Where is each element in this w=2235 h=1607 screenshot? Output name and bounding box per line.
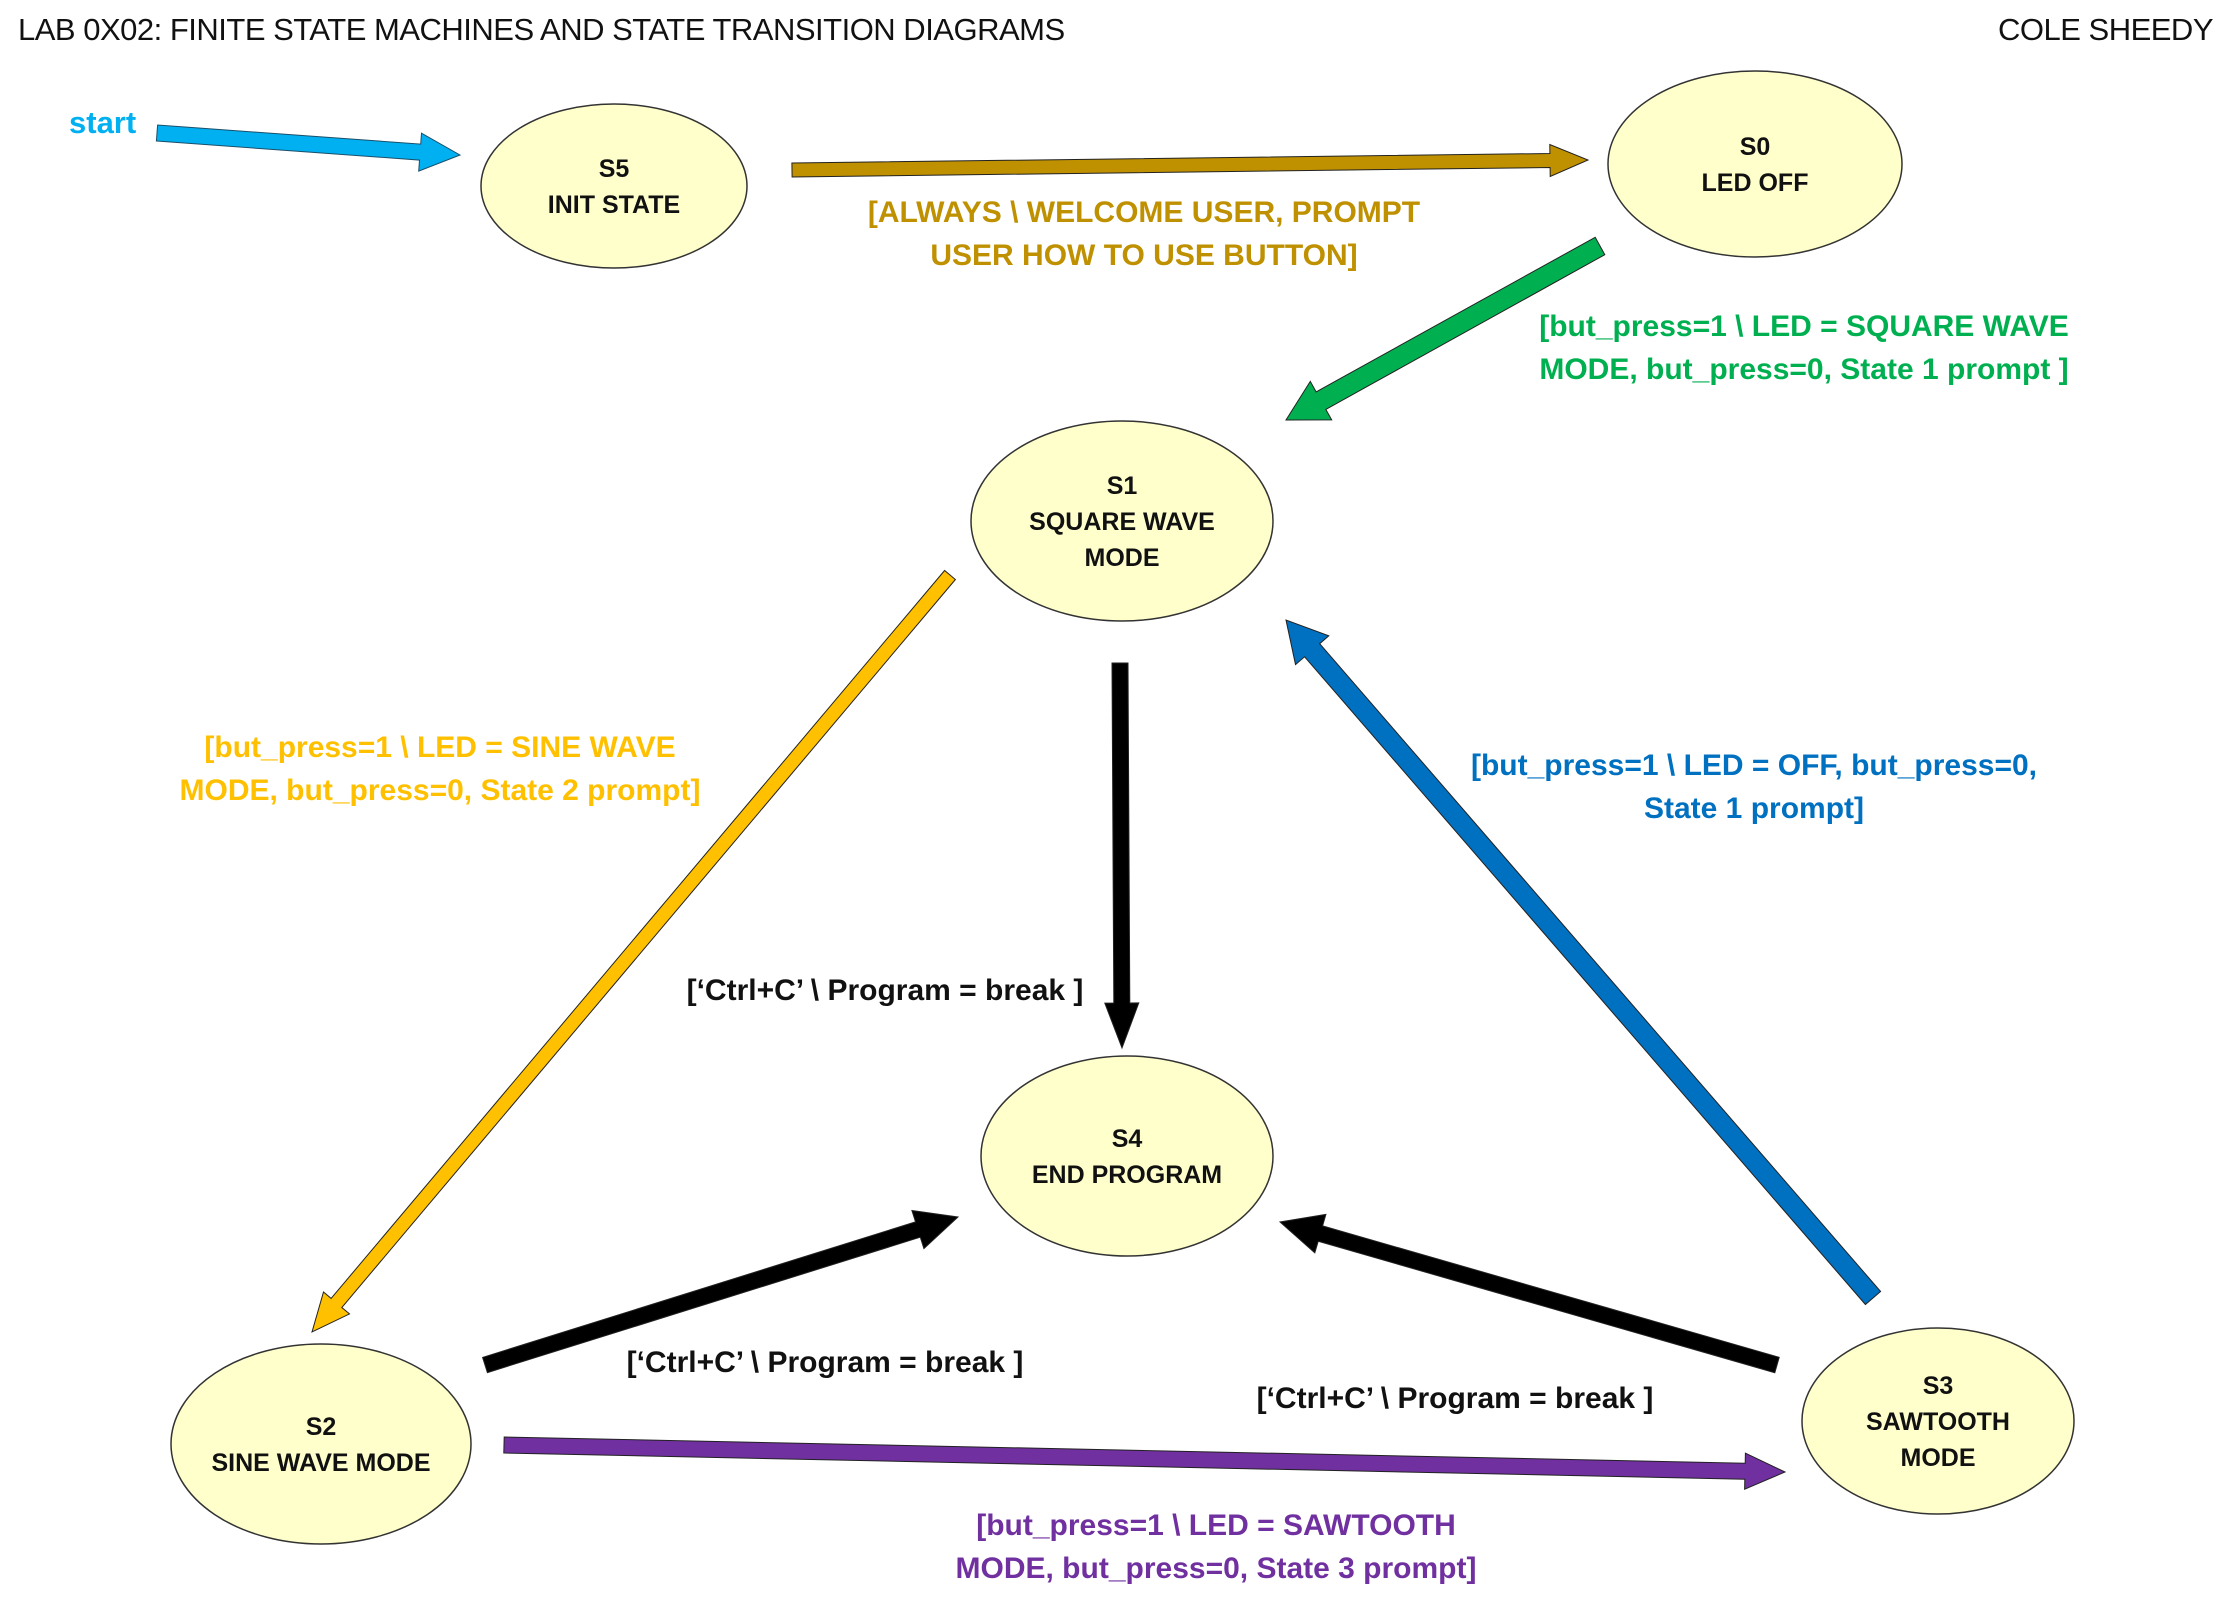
transition-label-s3-s1: [but_press=1 \ LED = OFF, but_press=0, St… [1471,749,2037,825]
transition-label-s5-s0: [ALWAYS \ WELCOME USER, PROMPT USER HOW T… [868,196,1420,272]
transition-arrow-s1-s2 [311,569,957,1333]
state-ellipse [1801,1327,2075,1515]
transition-label-line: [‘Ctrl+C’ \ Program = break ] [1257,1382,1654,1415]
start-arrow [155,124,462,172]
transition-label-line: MODE, but_press=0, State 1 prompt ] [1539,353,2068,386]
state-ellipse [480,103,748,269]
transition-labels: start [ALWAYS \ WELCOME USER, PROMPT USER … [69,105,2069,1585]
transition-label-line: [but_press=1 \ LED = OFF, but_press=0, [1471,749,2037,782]
state-name-line: SINE WAVE MODE [211,1449,430,1477]
document-title: LAB 0X02: FINITE STATE MACHINES AND STAT… [18,12,1065,47]
transition-label-line: [‘Ctrl+C’ \ Program = break ] [627,1346,1024,1379]
state-name-line: SAWTOOTH [1866,1408,2010,1436]
transition-label-line: [ALWAYS \ WELCOME USER, PROMPT [868,196,1420,229]
state-name-line: LED OFF [1702,169,1809,197]
state-ellipse [980,1055,1274,1257]
transition-label-line: [but_press=1 \ LED = SAWTOOTH [976,1509,1456,1542]
transition-arrow-s1-s4 [1104,662,1140,1050]
state-name-line: END PROGRAM [1032,1161,1222,1189]
state-ellipse [1607,70,1903,258]
transition-label-s2-s4: [‘Ctrl+C’ \ Program = break ] [627,1346,1024,1379]
start-label: start [69,105,136,140]
transition-label-line: [but_press=1 \ LED = SINE WAVE [204,731,675,764]
state-ellipse [970,420,1274,622]
author-name: COLE SHEEDY [1997,12,2214,47]
transition-label-s1-s4: [‘Ctrl+C’ \ Program = break ] [687,974,1084,1007]
transition-label-s2-s3: [but_press=1 \ LED = SAWTOOTH MODE, but_p… [956,1509,1477,1585]
transition-label-line: MODE, but_press=0, State 2 prompt] [180,774,701,807]
transition-label-s1-s2: [but_press=1 \ LED = SINE WAVE MODE, but_… [180,731,701,807]
transition-arrow-s2-s4 [481,1209,960,1374]
state-ellipse [170,1343,472,1545]
transition-label-line: [but_press=1 \ LED = SQUARE WAVE [1539,310,2069,343]
transition-label-line: MODE, but_press=0, State 3 prompt] [956,1552,1477,1585]
transition-label-s0-s1: [but_press=1 \ LED = SQUARE WAVE MODE, bu… [1539,310,2069,386]
transition-arrow-s3-s1 [1285,619,1882,1306]
state-name-line: MODE [1085,544,1160,572]
state-name-line: MODE [1901,1444,1976,1472]
state-id: S0 [1740,133,1771,161]
transition-label-line: State 1 prompt] [1644,792,1864,825]
transition-arrows [155,124,1882,1490]
transition-arrow-s2-s3 [503,1436,1787,1490]
state-id: S4 [1112,1125,1143,1153]
state-id: S5 [599,155,630,183]
state-id: S3 [1923,1372,1954,1400]
transition-arrow-s5-s0 [791,143,1590,178]
state-id: S1 [1107,472,1138,500]
state-id: S2 [306,1413,337,1441]
transition-arrow-s3-s4 [1278,1213,1780,1374]
transition-arrow-s0-s1 [1285,236,1606,421]
state-name-line: INIT STATE [548,191,680,219]
state-name-line: SQUARE WAVE [1029,508,1215,536]
transition-label-s3-s4: [‘Ctrl+C’ \ Program = break ] [1257,1382,1654,1415]
transition-label-line: USER HOW TO USE BUTTON] [930,239,1357,272]
transition-label-line: [‘Ctrl+C’ \ Program = break ] [687,974,1084,1007]
